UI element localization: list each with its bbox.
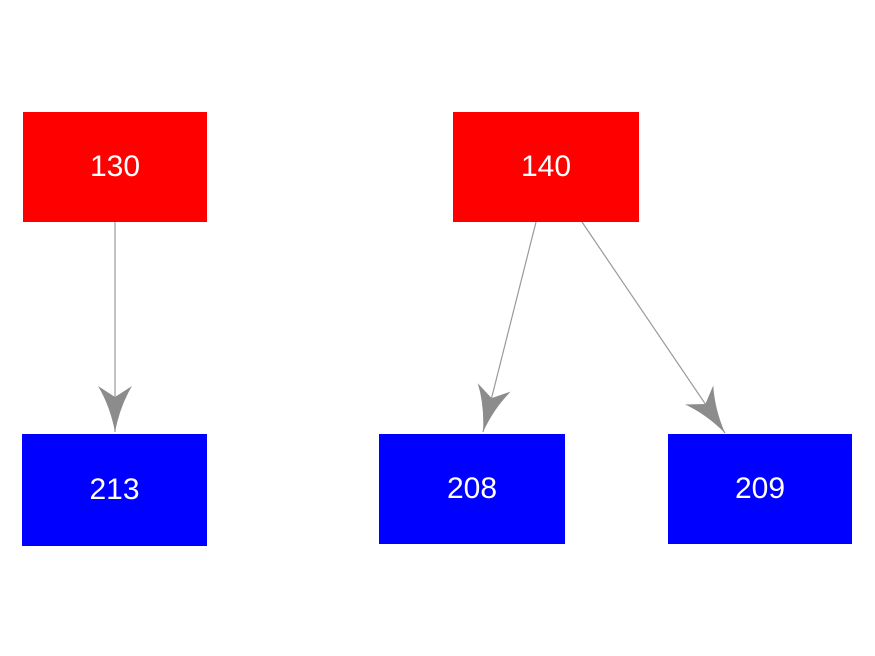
node-label: 213: [89, 473, 140, 506]
node-140[interactable]: 140: [453, 112, 639, 222]
edge-140-209: [581, 221, 726, 434]
node-213[interactable]: 213: [22, 434, 207, 546]
node-label: 208: [446, 472, 498, 505]
node-209[interactable]: 209: [668, 434, 852, 544]
edge-140-208: [477, 221, 537, 433]
node-label: 209: [734, 472, 786, 505]
node-130[interactable]: 130: [23, 112, 207, 222]
node-208[interactable]: 208: [379, 434, 565, 544]
node-label: 130: [89, 150, 141, 183]
node-label: 140: [520, 150, 572, 183]
